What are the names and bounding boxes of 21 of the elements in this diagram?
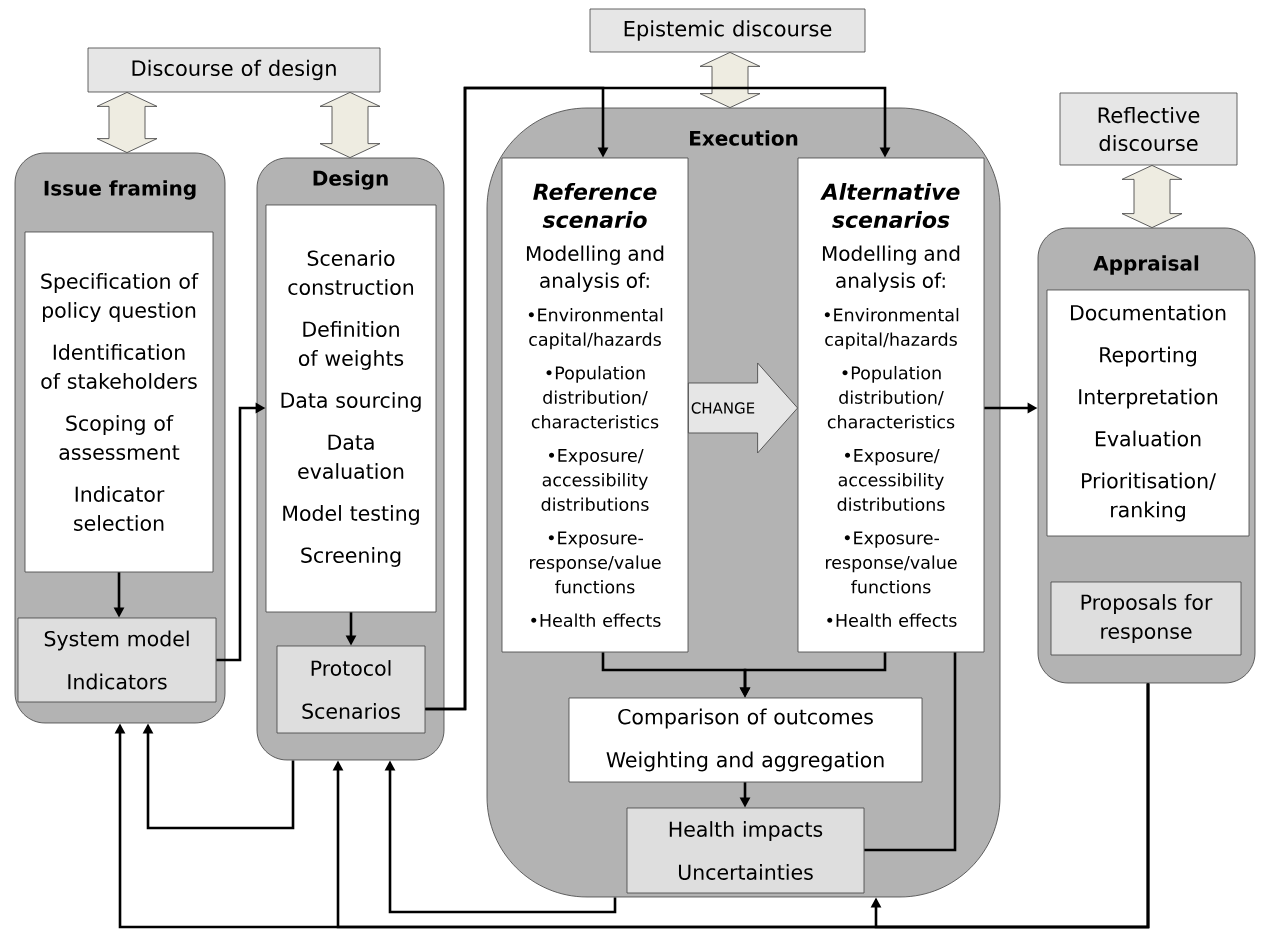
output-box: Health impacts Uncertainties: [626, 807, 865, 894]
text-box: Specification of policy question Identification of stakeholders Scoping of assessment Indicator selection: [24, 231, 214, 573]
text-box: Documentation Reporting Interpretation Evaluation Prioritisation/ ranking: [1046, 289, 1250, 537]
double-arrow: [699, 51, 761, 109]
connector: [870, 683, 1150, 929]
discourse-box: Discourse of design: [87, 47, 381, 93]
output-box: Proposals for response: [1050, 581, 1242, 656]
edge-label: CHANGE: [689, 401, 757, 415]
output-box: System model Indicators: [17, 617, 217, 703]
scenario-box: Alternative scenarios Modelling and analysis of: •Environmental capital/hazards •Population distribution/ characteristics •Exposure/ accessibility distributions •Exposure-response/value functions •Health effects: [797, 157, 985, 653]
double-arrow: [319, 91, 381, 159]
discourse-box: Reflective discourse: [1059, 92, 1238, 166]
discourse-box: Epistemic discourse: [589, 8, 866, 53]
scenario-box: Reference scenario Modelling and analysis of: •Environmental capital/hazards •Population distribution/ characteristics •Exposure/ accessibility distributions •Exposure-response/value functions •Health effects: [501, 157, 689, 653]
double-arrow: [96, 91, 158, 154]
text-box: Scenario construction Definition of weights Data sourcing Data evaluation Model testing Screening: [265, 204, 437, 613]
output-box: Protocol Scenarios: [276, 645, 426, 734]
text-box: Comparison of outcomes Weighting and aggregation: [568, 697, 923, 783]
connector: [425, 86, 891, 711]
connector: [864, 652, 957, 852]
double-arrow: [1121, 164, 1183, 229]
